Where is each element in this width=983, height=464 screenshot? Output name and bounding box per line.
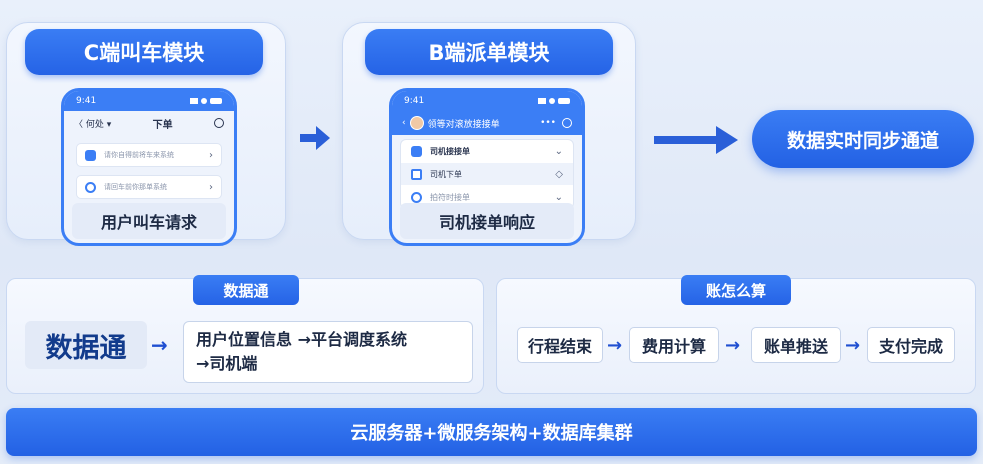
infrastructure-bar: 云服务器+微服务架构+数据库集群 bbox=[6, 408, 977, 456]
chevron-down-icon: ⌄ bbox=[555, 146, 563, 157]
b-list-item-1[interactable]: 司机接接单 ⌄ bbox=[401, 140, 573, 162]
c-list-item-1[interactable]: 请你自得前将车来系统 › bbox=[76, 143, 222, 167]
b-module-card: B端派单模块 9:41 ‹ 领等对滚放接接单 ••• 司机接接 bbox=[342, 22, 636, 240]
wifi-icon bbox=[201, 98, 207, 104]
b-phone-mockup: 9:41 ‹ 领等对滚放接接单 ••• 司机接接单 ⌄ bbox=[389, 88, 585, 246]
list-item-label: 请回车前你那单系统 bbox=[104, 182, 209, 192]
billing-step: 支付完成 bbox=[867, 327, 955, 363]
driver-icon bbox=[411, 146, 422, 157]
data-flow-box: 用户位置信息 →平台调度系统 →司机端 bbox=[183, 321, 473, 383]
arrow-c-to-b bbox=[300, 126, 332, 150]
status-bar: 9:41 bbox=[392, 91, 582, 111]
billing-step: 费用计算 bbox=[629, 327, 719, 363]
avatar bbox=[410, 116, 424, 130]
status-icons bbox=[190, 98, 222, 104]
signal-icon bbox=[538, 98, 546, 104]
data-panel: 数据通 数据通 → 用户位置信息 →平台调度系统 →司机端 bbox=[6, 278, 484, 394]
status-time: 9:41 bbox=[76, 96, 96, 106]
billing-step-arrow: → bbox=[845, 335, 860, 356]
wifi-icon bbox=[549, 98, 555, 104]
back-button[interactable]: 〈 何处 ▾ bbox=[74, 117, 111, 130]
billing-panel-tab: 账怎么算 bbox=[681, 275, 791, 305]
document-icon bbox=[85, 150, 96, 161]
chevron-right-icon: › bbox=[209, 150, 213, 161]
battery-icon bbox=[210, 98, 222, 104]
signal-icon bbox=[190, 98, 198, 104]
data-flow-line-1: 用户位置信息 →平台调度系统 bbox=[196, 328, 460, 352]
list-item-label: 拍符时接单 bbox=[430, 192, 555, 203]
b-nav-row: ‹ 领等对滚放接接单 ••• bbox=[392, 111, 582, 135]
c-phone-mockup: 9:41 〈 何处 ▾ 下单 请你自得前将车来系统 › 请回车前你那单系统 › … bbox=[61, 88, 237, 246]
list-item-label: 请你自得前将车来系统 bbox=[104, 150, 209, 160]
shield-icon bbox=[85, 182, 96, 193]
status-time: 9:41 bbox=[404, 96, 424, 106]
shield-icon bbox=[411, 192, 422, 203]
back-chevron-icon[interactable]: ‹ bbox=[402, 118, 406, 128]
data-flow-arrow: → bbox=[151, 333, 168, 357]
c-caption: 用户叫车请求 bbox=[72, 203, 226, 239]
more-dots-icon[interactable]: ••• bbox=[540, 118, 556, 128]
b-order-list: 司机接接单 ⌄ 司机下单 ◇ 拍符时接单 ⌄ bbox=[400, 139, 574, 209]
arrow-b-to-sync bbox=[654, 126, 740, 154]
billing-panel: 账怎么算 行程结束 → 费用计算 → 账单推送 → 支付完成 bbox=[496, 278, 976, 394]
sync-channel-pill: 数据实时同步通道 bbox=[752, 110, 974, 168]
b-nav-left: ‹ 领等对滚放接接单 bbox=[402, 116, 500, 130]
billing-step: 账单推送 bbox=[751, 327, 841, 363]
status-bar: 9:41 bbox=[64, 91, 234, 111]
status-icons bbox=[538, 98, 570, 104]
data-big-word: 数据通 bbox=[25, 321, 147, 369]
c-module-title: C端叫车模块 bbox=[25, 29, 263, 75]
target-circle-icon[interactable] bbox=[562, 118, 572, 128]
billing-step: 行程结束 bbox=[517, 327, 603, 363]
diamond-icon: ◇ bbox=[555, 169, 563, 180]
b-caption: 司机接单响应 bbox=[400, 203, 574, 239]
b-module-title: B端派单模块 bbox=[365, 29, 613, 75]
c-module-card: C端叫车模块 9:41 〈 何处 ▾ 下单 请你自得前将车来系统 › 请回车前你… bbox=[6, 22, 286, 240]
list-item-label: 司机接接单 bbox=[430, 146, 555, 157]
battery-icon bbox=[558, 98, 570, 104]
billing-step-arrow: → bbox=[607, 335, 622, 356]
document-icon bbox=[411, 169, 422, 180]
b-list-item-2[interactable]: 司机下单 ◇ bbox=[401, 163, 573, 185]
list-item-label: 司机下单 bbox=[430, 169, 555, 180]
b-page-title: 领等对滚放接接单 bbox=[428, 117, 500, 130]
c-page-title: 下单 bbox=[153, 116, 173, 131]
chevron-down-icon: ⌄ bbox=[555, 192, 563, 203]
more-circle-icon[interactable] bbox=[214, 118, 224, 128]
b-nav-right: ••• bbox=[540, 118, 572, 128]
billing-step-arrow: → bbox=[725, 335, 740, 356]
c-list-item-2[interactable]: 请回车前你那单系统 › bbox=[76, 175, 222, 199]
chevron-right-icon: › bbox=[209, 182, 213, 193]
data-panel-tab: 数据通 bbox=[193, 275, 299, 305]
c-nav-row: 〈 何处 ▾ 下单 bbox=[64, 111, 234, 135]
data-flow-line-2: →司机端 bbox=[196, 352, 460, 376]
